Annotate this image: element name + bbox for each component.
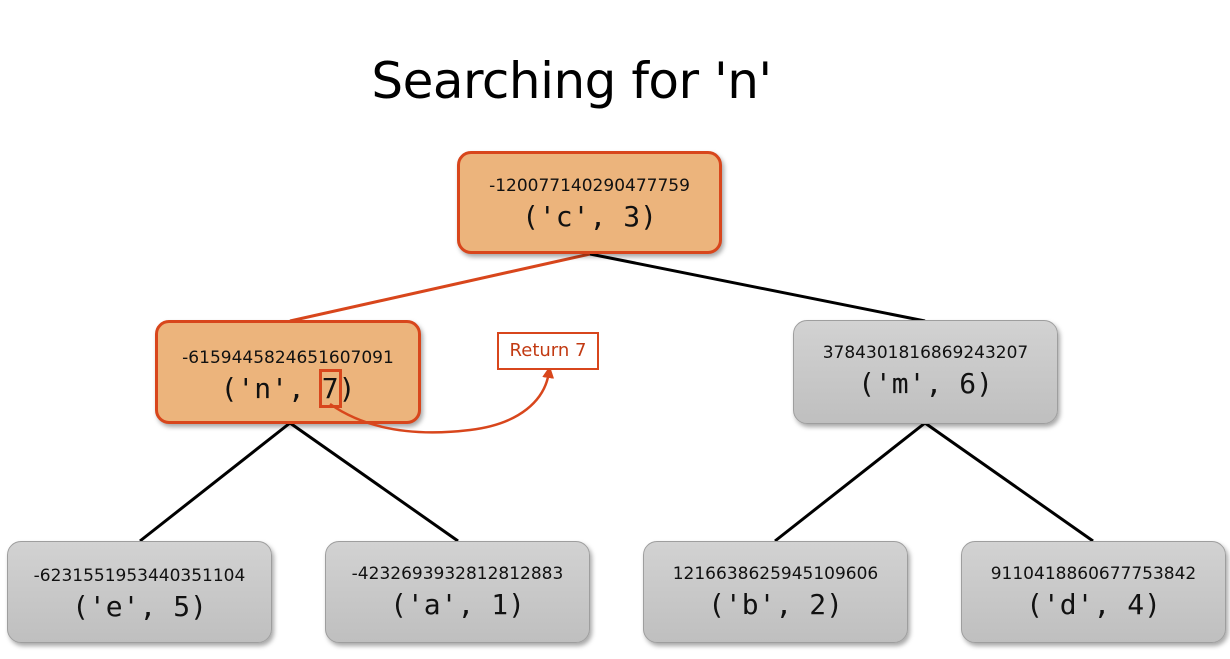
tree-node-rr: 9110418860677753842 ('d', 4): [961, 541, 1226, 643]
tree-node-left: -6159445824651607091 ('n', 7): [155, 320, 421, 424]
tree-node-root: -120077140290477759 ('c', 3): [457, 151, 722, 254]
tree-node-right: 3784301816869243207 ('m', 6): [793, 320, 1058, 424]
node-pair: ('a', 1): [390, 588, 525, 621]
edge-left-lr: [289, 421, 459, 543]
return-arrow-curve: [329, 366, 555, 434]
node-pair: ('n', 7): [220, 369, 356, 408]
edge-right-rr: [924, 421, 1094, 543]
node-pair: ('b', 2): [708, 588, 843, 621]
node-hash: -120077140290477759: [489, 176, 690, 196]
diagram-title: Searching for 'n': [371, 52, 772, 110]
node-hash: 1216638625945109606: [672, 564, 879, 584]
edge-left-ll: [139, 421, 291, 543]
node-hash: 9110418860677753842: [990, 564, 1197, 584]
edge-right-rl: [774, 421, 926, 543]
node-pair: ('d', 4): [1026, 588, 1161, 621]
node-pair: ('e', 5): [72, 590, 207, 623]
node-pair: ('c', 3): [522, 200, 657, 233]
node-pair: ('m', 6): [858, 367, 993, 400]
node-hash: 3784301816869243207: [822, 343, 1029, 363]
node-hash: -6159445824651607091: [182, 348, 394, 368]
edge-root-right: [589, 252, 926, 323]
highlighted-value: 7: [318, 369, 342, 408]
node-hash: -4232693932812812883: [351, 564, 564, 584]
node-hash: -6231551953440351104: [33, 566, 246, 586]
return-annotation: Return 7: [497, 332, 599, 370]
tree-node-lr: -4232693932812812883 ('a', 1): [325, 541, 590, 643]
tree-node-ll: -6231551953440351104 ('e', 5): [7, 541, 272, 643]
tree-node-rl: 1216638625945109606 ('b', 2): [643, 541, 908, 643]
edge-root-left: [289, 252, 591, 323]
